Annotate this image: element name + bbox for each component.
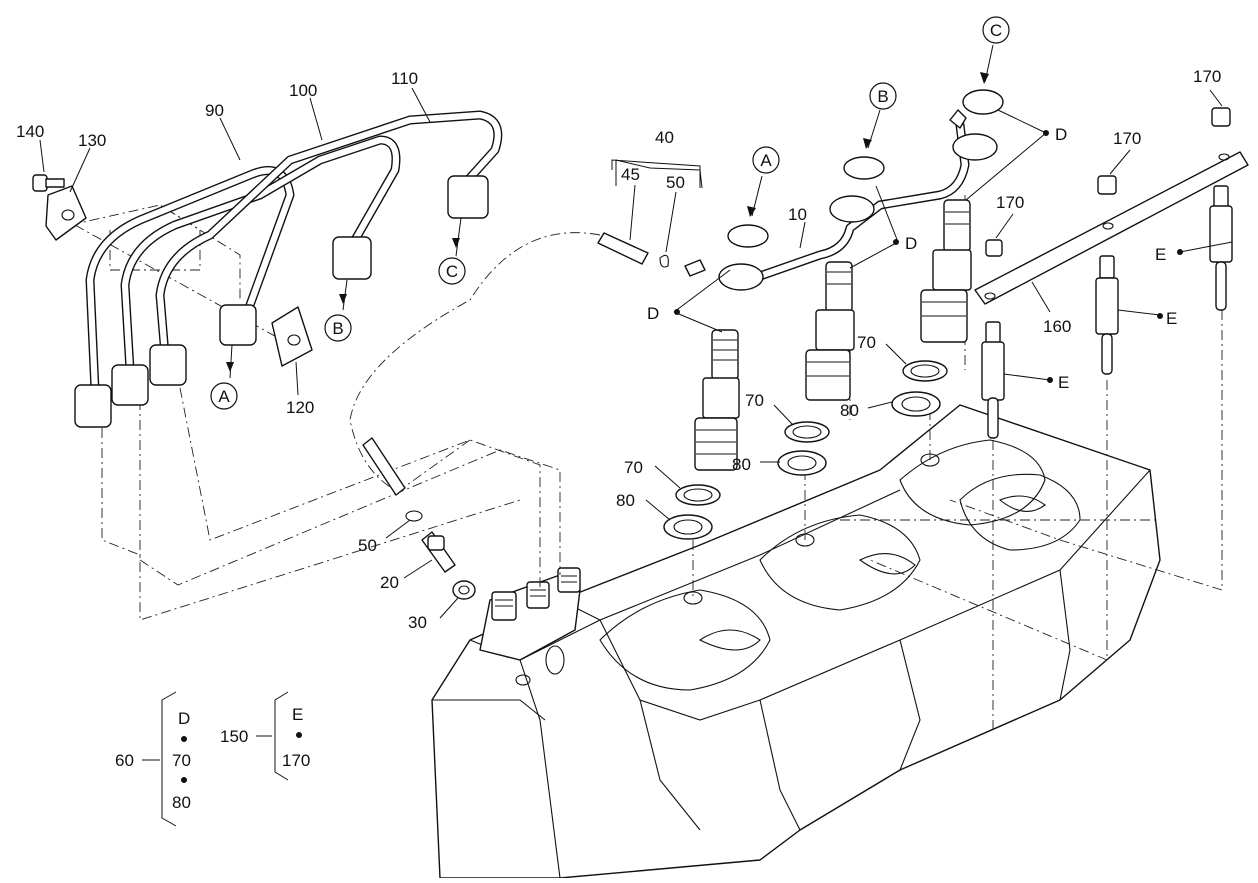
clamp-120 <box>271 306 313 367</box>
kit-60-item-2: 70 <box>172 751 191 770</box>
letter-D-1: D <box>647 304 659 323</box>
callout-80-b: 80 <box>732 455 751 474</box>
callout-130: 130 <box>78 131 106 150</box>
return-pipe <box>684 109 998 291</box>
kit-legend-60: 60 D 70 80 <box>115 691 191 827</box>
letter-D-3: D <box>1055 125 1067 144</box>
clip-50-top <box>659 254 669 268</box>
kit-60-item-3: 80 <box>172 793 191 812</box>
glow-plug-1 <box>981 239 1005 439</box>
callout-170-c: 170 <box>1193 67 1221 86</box>
injector-1 <box>694 224 769 471</box>
callout-labels: 140 130 90 100 110 120 40 45 50 10 50 20… <box>16 67 1221 632</box>
letter-C-injector: C <box>990 21 1002 40</box>
callout-40: 40 <box>655 128 674 147</box>
circled-letters: A B C A B C <box>210 16 1010 410</box>
letter-D-2: D <box>905 234 917 253</box>
letter-E-3: E <box>1155 245 1166 264</box>
leader-lines <box>39 44 1233 619</box>
pipe-nut-1 <box>74 384 112 428</box>
callout-110: 110 <box>391 69 418 88</box>
callout-70-c: 70 <box>857 333 876 352</box>
hose-45 <box>597 232 649 265</box>
banjo-bolt-20 <box>421 531 456 573</box>
callout-170-a: 170 <box>996 193 1024 212</box>
bolt-140 <box>32 174 65 192</box>
callout-80-c: 80 <box>840 401 859 420</box>
callout-100: 100 <box>289 81 317 100</box>
kit-legend-150: 150 E 170 <box>220 691 310 781</box>
letter-A-pipe: A <box>218 387 230 406</box>
letter-B-injector: B <box>877 87 888 106</box>
injector-2 <box>805 156 885 401</box>
glow-plug-3 <box>1209 107 1233 311</box>
letter-E-1: E <box>1058 373 1069 392</box>
callout-70-a: 70 <box>624 458 643 477</box>
callout-50-top: 50 <box>666 173 685 192</box>
kit-60-number: 60 <box>115 751 134 770</box>
callout-50-lower: 50 <box>358 536 377 555</box>
callout-45: 45 <box>621 165 640 184</box>
washer-30 <box>452 580 476 600</box>
callout-10: 10 <box>788 205 807 224</box>
injection-pipes <box>74 110 503 428</box>
glow-plug-2 <box>1095 175 1119 375</box>
kit-60-item-1: D <box>178 709 190 728</box>
callout-160: 160 <box>1043 317 1071 336</box>
connector-plate-160 <box>974 151 1249 305</box>
seals <box>663 360 948 540</box>
cylinder-head <box>431 404 1161 879</box>
callout-20: 20 <box>380 573 399 592</box>
nut-170-1 <box>985 239 1003 257</box>
callout-80-a: 80 <box>616 491 635 510</box>
kit-150-number: 150 <box>220 727 248 746</box>
kit-150-item-1: E <box>292 705 303 724</box>
clamp-130 <box>45 185 87 241</box>
callout-170-b: 170 <box>1113 129 1141 148</box>
injector-3 <box>920 89 1004 343</box>
nut-injector-1 <box>727 224 769 248</box>
hose-lower <box>362 437 406 496</box>
letter-C-pipe: C <box>446 262 458 281</box>
callout-30: 30 <box>408 613 427 632</box>
letter-E-2: E <box>1166 309 1177 328</box>
callout-90: 90 <box>205 101 224 120</box>
kit-150-item-2: 170 <box>282 751 310 770</box>
clip-50-lower <box>405 510 423 522</box>
callout-70-b: 70 <box>745 391 764 410</box>
letter-B-pipe: B <box>332 319 343 338</box>
callout-120: 120 <box>286 398 314 417</box>
reference-letters: D D D E E E <box>647 125 1177 392</box>
callout-140: 140 <box>16 122 44 141</box>
letter-A-injector: A <box>760 151 772 170</box>
